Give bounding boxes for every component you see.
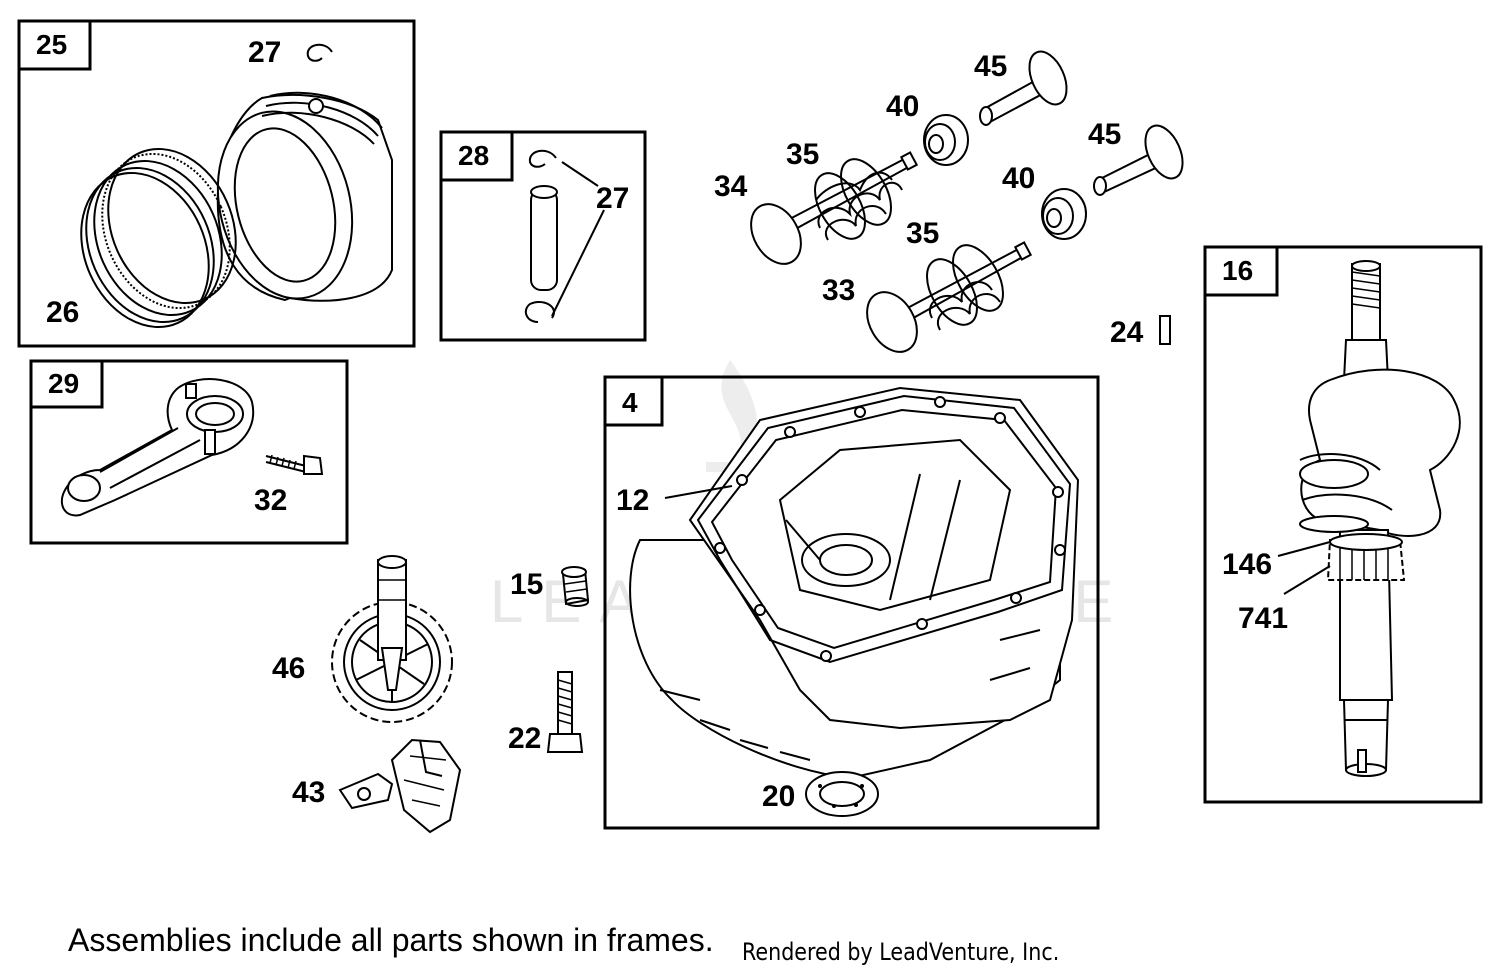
frame-tag-rod: 29: [48, 368, 79, 399]
label-seal: 20: [762, 780, 795, 813]
crankcase-drawing: [629, 386, 1080, 780]
frame-connecting-rod: 29 32: [29, 359, 349, 545]
cap-a-drawing: [923, 114, 969, 166]
piston-rings-drawing: [80, 147, 237, 329]
key-icon: [1159, 315, 1171, 345]
label-tappet-a: 45: [974, 50, 1007, 83]
frame-piston-pin: 28 27: [439, 130, 647, 342]
bolt-drawing: [546, 671, 584, 753]
footer-note: Assemblies include all parts shown in fr…: [68, 922, 714, 958]
governor-gear-drawing: [331, 555, 453, 723]
rod-bolt-icon: [265, 454, 324, 475]
frame-tag-crankcase: 4: [622, 387, 638, 418]
label-cap-a: 40: [886, 90, 919, 123]
label-timing-gear: 741: [1238, 602, 1288, 635]
frame-tag-pin: 28: [458, 140, 489, 171]
label-governor-crank: 43: [292, 776, 325, 809]
frame-tag-crankshaft: 16: [1222, 255, 1253, 286]
label-spring-a: 35: [786, 138, 819, 171]
retainer-clip-icon: [524, 300, 555, 323]
label-tappet-b: 45: [1088, 118, 1121, 151]
plug-drawing: [561, 566, 590, 607]
governor-crank-drawing: [338, 738, 462, 834]
tappet-a-drawing: [979, 50, 1068, 126]
label-retainer-b: 27: [596, 182, 629, 215]
cap-b-drawing: [1041, 188, 1087, 240]
frame-crankshaft: 16 146 741: [1203, 245, 1483, 804]
tappet-b-drawing: [1093, 124, 1184, 196]
valve-a-drawing: [750, 151, 919, 265]
connecting-rod-drawing: [60, 378, 255, 517]
label-key: 24: [1110, 316, 1144, 349]
valve-b-drawing: [866, 241, 1033, 353]
label-gasket: 12: [616, 484, 649, 517]
label-bolt: 22: [508, 722, 541, 755]
footer-credit: Rendered by LeadVenture, Inc.: [742, 938, 1060, 966]
piston-drawing: [216, 91, 393, 302]
label-bolt-rod: 32: [254, 484, 287, 517]
label-spring-b: 35: [906, 217, 939, 250]
crankshaft-drawing: [1299, 260, 1461, 777]
label-exhaust-valve: 34: [714, 170, 748, 203]
label-governor-gear: 46: [272, 652, 305, 685]
valve-train: 45 45 40 40: [714, 50, 1184, 353]
label-retainer-a: 27: [248, 36, 281, 69]
frame-crankcase: 4: [603, 375, 1100, 830]
label-rings: 26: [46, 296, 79, 329]
label-plug: 15: [510, 568, 543, 601]
frame-tag-piston: 25: [36, 29, 67, 60]
retainer-clip-icon: [528, 149, 557, 168]
oil-seal-drawing: [805, 771, 879, 817]
label-cap-b: 40: [1002, 162, 1035, 195]
label-intake-valve: 33: [822, 274, 855, 307]
retainer-clip-icon: [306, 43, 333, 62]
label-washer: 146: [1222, 548, 1272, 581]
frame-piston: 25 27 26: [17, 19, 416, 348]
